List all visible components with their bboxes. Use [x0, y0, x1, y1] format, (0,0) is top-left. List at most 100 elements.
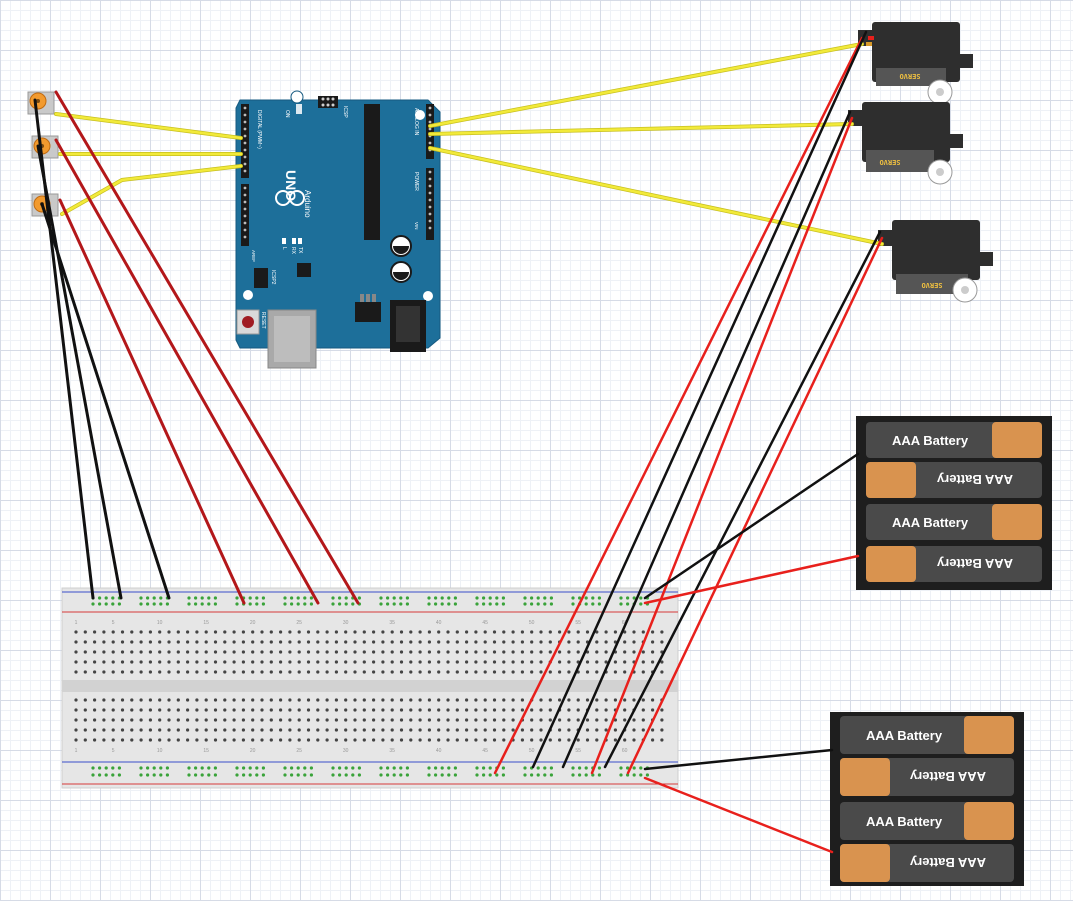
- breadboard-hole: [584, 602, 588, 606]
- breadboard-hole: [386, 602, 390, 606]
- breadboard-hole: [578, 773, 582, 777]
- breadboard-hole: [74, 698, 78, 702]
- breadboard-hole: [213, 708, 218, 712]
- breadboard-hole: [353, 738, 357, 742]
- breadboard-hole: [520, 728, 525, 732]
- breadboard-hole: [111, 640, 115, 644]
- breadboard-hole: [204, 630, 208, 634]
- breadboard-hole: [455, 708, 459, 712]
- breadboard-hole: [446, 698, 450, 702]
- breadboard-hole: [511, 640, 515, 644]
- breadboard-hole: [613, 630, 618, 634]
- breadboard-hole: [167, 630, 171, 634]
- breadboard-hole: [111, 596, 115, 600]
- breadboard-hole: [585, 660, 590, 664]
- breadboard-hole: [523, 602, 527, 606]
- breadboard-hole: [591, 602, 595, 606]
- breadboard-hole: [83, 670, 87, 674]
- breadboard-hole: [488, 596, 492, 600]
- breadboard-hole: [511, 718, 515, 722]
- breadboard-hole: [548, 650, 552, 654]
- breadboard-hole: [195, 698, 199, 702]
- breadboard-hole: [102, 718, 106, 722]
- breadboard-hole: [111, 670, 115, 674]
- breadboard-hole: [475, 596, 479, 600]
- breadboard-hole: [632, 630, 636, 634]
- breadboard-hole: [427, 660, 431, 664]
- breadboard-hole: [651, 728, 655, 732]
- breadboard-hole: [567, 698, 571, 702]
- breadboard-hole: [111, 738, 115, 742]
- breadboard-hole: [455, 728, 459, 732]
- breadboard-hole: [483, 698, 487, 702]
- breadboard-hole: [91, 602, 95, 606]
- breadboard-hole: [283, 602, 287, 606]
- breadboard-hole: [390, 640, 394, 644]
- aref-label: AREF: [251, 250, 256, 262]
- breadboard-hole: [102, 708, 106, 712]
- breadboard-hole: [148, 650, 152, 654]
- breadboard-hole: [571, 602, 575, 606]
- breadboard-hole: [591, 596, 595, 600]
- servo-3: SERVO: [878, 220, 993, 303]
- breadboard-hole: [213, 630, 218, 634]
- breadboard-hole: [297, 670, 301, 674]
- breadboard-hole: [104, 766, 108, 770]
- breadboard-hole: [437, 640, 441, 644]
- breadboard-hole: [117, 773, 121, 777]
- breadboard-hole: [213, 718, 218, 722]
- breadboard-hole: [232, 698, 236, 702]
- breadboard-hole: [495, 602, 499, 606]
- breadboard-hole: [213, 640, 218, 644]
- breadboard-hole: [213, 728, 218, 732]
- reset-button[interactable]: [236, 309, 260, 335]
- breadboard-hole: [427, 708, 431, 712]
- breadboard-hole: [186, 728, 190, 732]
- breadboard-hole: [353, 728, 357, 732]
- breadboard-hole: [139, 708, 143, 712]
- breadboard-hole: [303, 602, 307, 606]
- breadboard-hole: [334, 718, 338, 722]
- breadboard-hole: [390, 728, 394, 732]
- breadboard-hole: [152, 602, 156, 606]
- breadboard-hole: [344, 766, 348, 770]
- breadboard-hole: [434, 596, 438, 600]
- breadboard-hole: [455, 670, 459, 674]
- breadboard-hole: [623, 650, 627, 654]
- breadboard-hole: [139, 640, 143, 644]
- breadboard-hole: [260, 728, 264, 732]
- breadboard-hole: [548, 708, 552, 712]
- breadboard-hole: [223, 670, 227, 674]
- breadboard-hole: [334, 660, 338, 664]
- breadboard-hole: [158, 670, 162, 674]
- breadboard-hole: [148, 708, 152, 712]
- breadboard-hole: [288, 698, 292, 702]
- breadboard-hole: [120, 670, 125, 674]
- breadboard-hole: [632, 766, 636, 770]
- svg-text:AAA Battery: AAA Battery: [866, 728, 943, 743]
- breadboard-hole: [344, 728, 348, 732]
- breadboard-hole: [549, 766, 554, 770]
- breadboard-hole: [98, 766, 102, 770]
- breadboard-hole: [619, 766, 623, 770]
- breadboard-hole: [241, 718, 245, 722]
- breadboard-hole: [204, 738, 208, 742]
- breadboard-hole: [74, 650, 78, 654]
- breadboard-hole: [306, 738, 311, 742]
- breadboard-hole: [187, 773, 191, 777]
- breadboard-hole: [251, 660, 255, 664]
- arduino-logo-icon: [275, 190, 305, 206]
- icsp-label: ICSP: [342, 106, 348, 118]
- breadboard-hole: [200, 766, 204, 770]
- breadboard-hole: [453, 602, 457, 606]
- breadboard-hole: [639, 773, 643, 777]
- breadboard-hole: [530, 650, 534, 654]
- breadboard-hole: [381, 698, 385, 702]
- breadboard-hole: [241, 738, 245, 742]
- breadboard-hole: [325, 660, 329, 664]
- breadboard-hole: [269, 718, 273, 722]
- breadboard-hole: [437, 660, 441, 664]
- breadboard-hole: [386, 766, 390, 770]
- breadboard-hole: [331, 766, 335, 770]
- breadboard-hole: [297, 698, 301, 702]
